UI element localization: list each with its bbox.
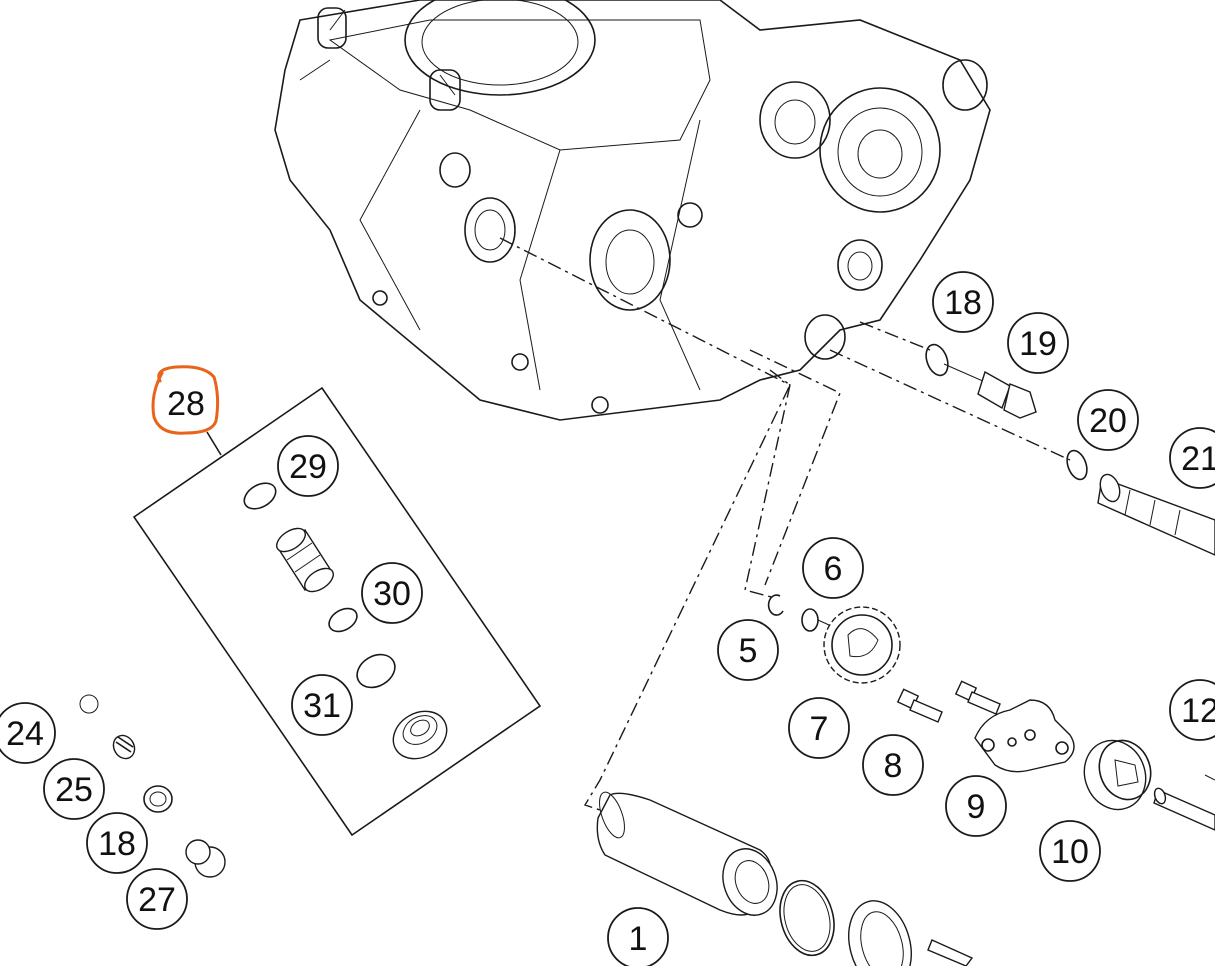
callout-circle	[291, 674, 353, 736]
callout-label: 20	[1089, 402, 1127, 440]
callout-c18a: 18	[932, 271, 994, 333]
callout-circle	[277, 435, 339, 497]
callout-label: 12	[1181, 692, 1215, 730]
drain-plug-19	[977, 370, 1037, 419]
callout-c28: 28	[151, 365, 220, 435]
callout-circle	[156, 373, 216, 433]
callout-c1: 1	[607, 907, 669, 966]
oil-filter-1	[596, 791, 778, 916]
callout-c27: 27	[126, 868, 188, 930]
callout-label: 18	[944, 284, 982, 322]
callout-circle	[361, 562, 423, 624]
o-ring-30	[328, 607, 358, 633]
callout-c18b: 18	[86, 812, 148, 874]
callout-circle	[788, 697, 850, 759]
callout-circle	[862, 734, 924, 796]
shaft-21	[1097, 473, 1215, 556]
seal-ring-18a	[925, 343, 949, 377]
plug-27	[185, 839, 226, 878]
rotor-10	[1083, 739, 1152, 811]
screen-plug	[392, 710, 448, 760]
callout-c9: 9	[945, 775, 1007, 837]
callout-label: 21	[1181, 440, 1215, 478]
callout-label: 29	[289, 448, 327, 486]
callout-circle	[607, 907, 669, 966]
washer-6	[801, 608, 819, 632]
bolt-8a	[896, 688, 943, 723]
callout-label: 24	[6, 715, 44, 753]
callout-label: 8	[884, 747, 903, 785]
callout-c30: 30	[361, 562, 423, 624]
callout-circle	[945, 775, 1007, 837]
callout-c20: 20	[1077, 389, 1139, 451]
o-ring-29	[243, 482, 277, 510]
callout-label: 6	[824, 550, 843, 588]
callout-circle	[86, 812, 148, 874]
callout-circle	[0, 702, 56, 764]
pump-cover-9	[974, 699, 1075, 773]
callout-label: 27	[138, 881, 176, 919]
circlip-5	[767, 594, 784, 616]
callout-circle	[1169, 679, 1215, 741]
callout-label: 19	[1019, 325, 1057, 363]
callout-label: 5	[739, 632, 758, 670]
callout-circle	[126, 868, 188, 930]
engine-crankcase	[274, 0, 991, 421]
o-ring-20	[1066, 449, 1088, 481]
spring-25	[112, 734, 136, 760]
callout-label: 28	[167, 385, 205, 423]
callout-c24: 24	[0, 702, 56, 764]
callout-label: 7	[810, 710, 829, 748]
callout-label: 1	[629, 920, 648, 958]
highlight-mark	[151, 365, 220, 435]
callout-c6: 6	[802, 537, 864, 599]
callout-c7: 7	[788, 697, 850, 759]
callout-circle	[932, 271, 994, 333]
callout-circle	[1039, 820, 1101, 882]
callout-c19: 19	[1007, 312, 1069, 374]
ball-24	[79, 694, 99, 714]
callout-label: 30	[373, 575, 411, 613]
callout-c29: 29	[277, 435, 339, 497]
callout-label: 25	[55, 771, 93, 809]
o-ring-31	[356, 653, 396, 689]
callout-label: 31	[303, 687, 341, 725]
callout-c21: 21	[1169, 427, 1215, 489]
gear-7	[823, 606, 901, 684]
callout-label: 10	[1051, 833, 1089, 871]
pump-shaft	[1153, 787, 1215, 831]
callout-label: 9	[967, 788, 986, 826]
filter-kit-box	[132, 386, 542, 837]
callout-c25: 25	[43, 758, 105, 820]
o-ring-filter	[779, 879, 835, 957]
callout-c5: 5	[717, 619, 779, 681]
callout-c8: 8	[862, 734, 924, 796]
callout-circle	[1007, 312, 1069, 374]
callout-c10: 10	[1039, 820, 1101, 882]
callout-circle	[1169, 427, 1215, 489]
callout-c12: 12	[1169, 679, 1215, 741]
callout-circle	[1077, 389, 1139, 451]
seal-ring-18b	[143, 785, 173, 813]
callout-c31: 31	[291, 674, 353, 736]
callout-label: 18	[98, 825, 136, 863]
callout-circle	[802, 537, 864, 599]
oil-screen-filter	[276, 527, 334, 593]
filter-cover	[848, 900, 912, 966]
bolt-8b	[954, 680, 1001, 715]
callout-circle	[43, 758, 105, 820]
bolt-filter-cover	[927, 939, 974, 966]
callout-circle	[717, 619, 779, 681]
